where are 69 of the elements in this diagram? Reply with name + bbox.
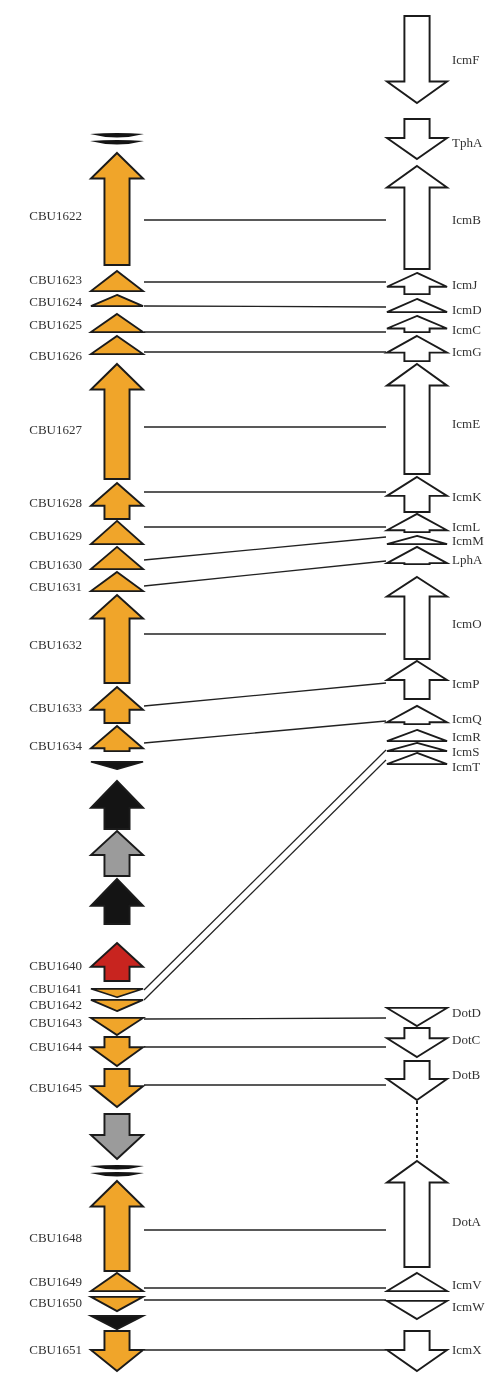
gene-label: IcmJ (452, 278, 478, 292)
connector-line (143, 1349, 387, 1351)
gene-label: CBU1628 (29, 496, 82, 510)
connector-line (143, 1299, 387, 1301)
connector-line (143, 426, 387, 428)
connector-line (143, 526, 387, 528)
gene-label: IcmR (452, 730, 481, 744)
gene-label: IcmW (452, 1300, 485, 1314)
gene-label: CBU1629 (29, 529, 82, 543)
gene-label: CBU1649 (29, 1275, 82, 1289)
connector-line (143, 536, 387, 561)
gene-label: CBU1643 (29, 1016, 82, 1030)
gene-label: CBU1645 (29, 1081, 82, 1095)
gene-label: CBU1648 (29, 1231, 82, 1245)
connector-line (143, 491, 387, 493)
gene-label: IcmG (452, 345, 482, 359)
connector-line (143, 720, 387, 744)
gene-label: CBU1623 (29, 273, 82, 287)
gene-label: IcmX (452, 1343, 482, 1357)
gene-label: TphA (452, 136, 483, 150)
connector-line (143, 1287, 387, 1289)
gene-label: IcmK (452, 490, 482, 504)
connector-line (143, 560, 387, 587)
gene-label: CBU1631 (29, 580, 82, 594)
gene-label: CBU1634 (29, 739, 82, 753)
gene-label: IcmT (452, 760, 481, 774)
gene-label: CBU1632 (29, 638, 82, 652)
dotted-connector (416, 1100, 418, 1161)
connector-line (143, 1046, 387, 1048)
gene-label: CBU1625 (29, 318, 82, 332)
gene-label: LphA (452, 553, 483, 567)
gene-label: IcmQ (452, 712, 482, 726)
connector-line (143, 1017, 387, 1020)
gene-label: CBU1642 (29, 998, 82, 1012)
gene-label: IcmM (452, 534, 484, 548)
gene-label: CBU1650 (29, 1296, 82, 1310)
gene-label: IcmS (452, 745, 480, 759)
gene-label: IcmE (452, 417, 481, 431)
gene-label: IcmO (452, 617, 482, 631)
gene-label: CBU1630 (29, 558, 82, 572)
connector-line (143, 281, 387, 283)
gene-label: CBU1644 (29, 1040, 82, 1054)
gene-label: CBU1622 (29, 209, 82, 223)
gene-label: CBU1626 (29, 349, 82, 363)
connector-line (143, 1084, 387, 1086)
gene-label: DotB (452, 1068, 481, 1082)
gene-label: IcmC (452, 323, 481, 337)
gene-label: CBU1640 (29, 959, 82, 973)
connector-line (143, 351, 387, 353)
gene-label: CBU1641 (29, 982, 82, 996)
gene-label: CBU1633 (29, 701, 82, 715)
gene-label: IcmV (452, 1278, 482, 1292)
connector-line (143, 633, 387, 635)
gene-label: DotD (452, 1006, 481, 1020)
gene-label: IcmD (452, 303, 482, 317)
gene-label: IcmP (452, 677, 480, 691)
connector-line (143, 219, 387, 221)
gene-label: IcmF (452, 53, 480, 67)
gene-label: IcmB (452, 213, 481, 227)
gene-label: DotC (452, 1033, 481, 1047)
connector-line (143, 305, 387, 308)
gene-label: CBU1651 (29, 1343, 82, 1357)
connector-line (143, 331, 387, 333)
gene-label: CBU1627 (29, 423, 82, 437)
connector-line (143, 682, 387, 707)
gene-label: IcmL (452, 520, 481, 534)
gene-label: CBU1624 (29, 295, 82, 309)
connector-line (143, 1229, 387, 1231)
gene-label: DotA (452, 1215, 481, 1229)
